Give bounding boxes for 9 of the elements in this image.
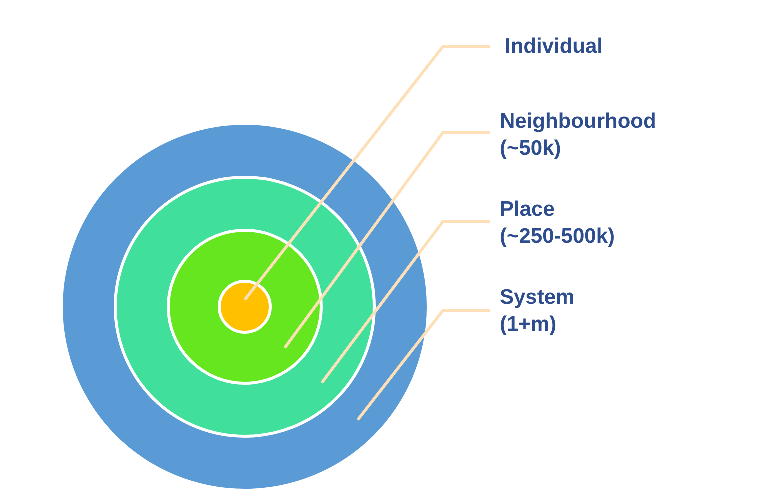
ring-label: Place (~250-500k)	[500, 196, 640, 250]
leader-line	[320, 220, 490, 384]
ring-label: System (1+m)	[500, 284, 590, 338]
leader-line	[244, 46, 490, 301]
center-disc	[218, 280, 272, 334]
ring-label: Neighbourhood (~50k)	[500, 108, 660, 162]
ring-label: Individual	[505, 33, 705, 60]
leader-line	[284, 132, 490, 349]
leader-line	[356, 310, 490, 421]
